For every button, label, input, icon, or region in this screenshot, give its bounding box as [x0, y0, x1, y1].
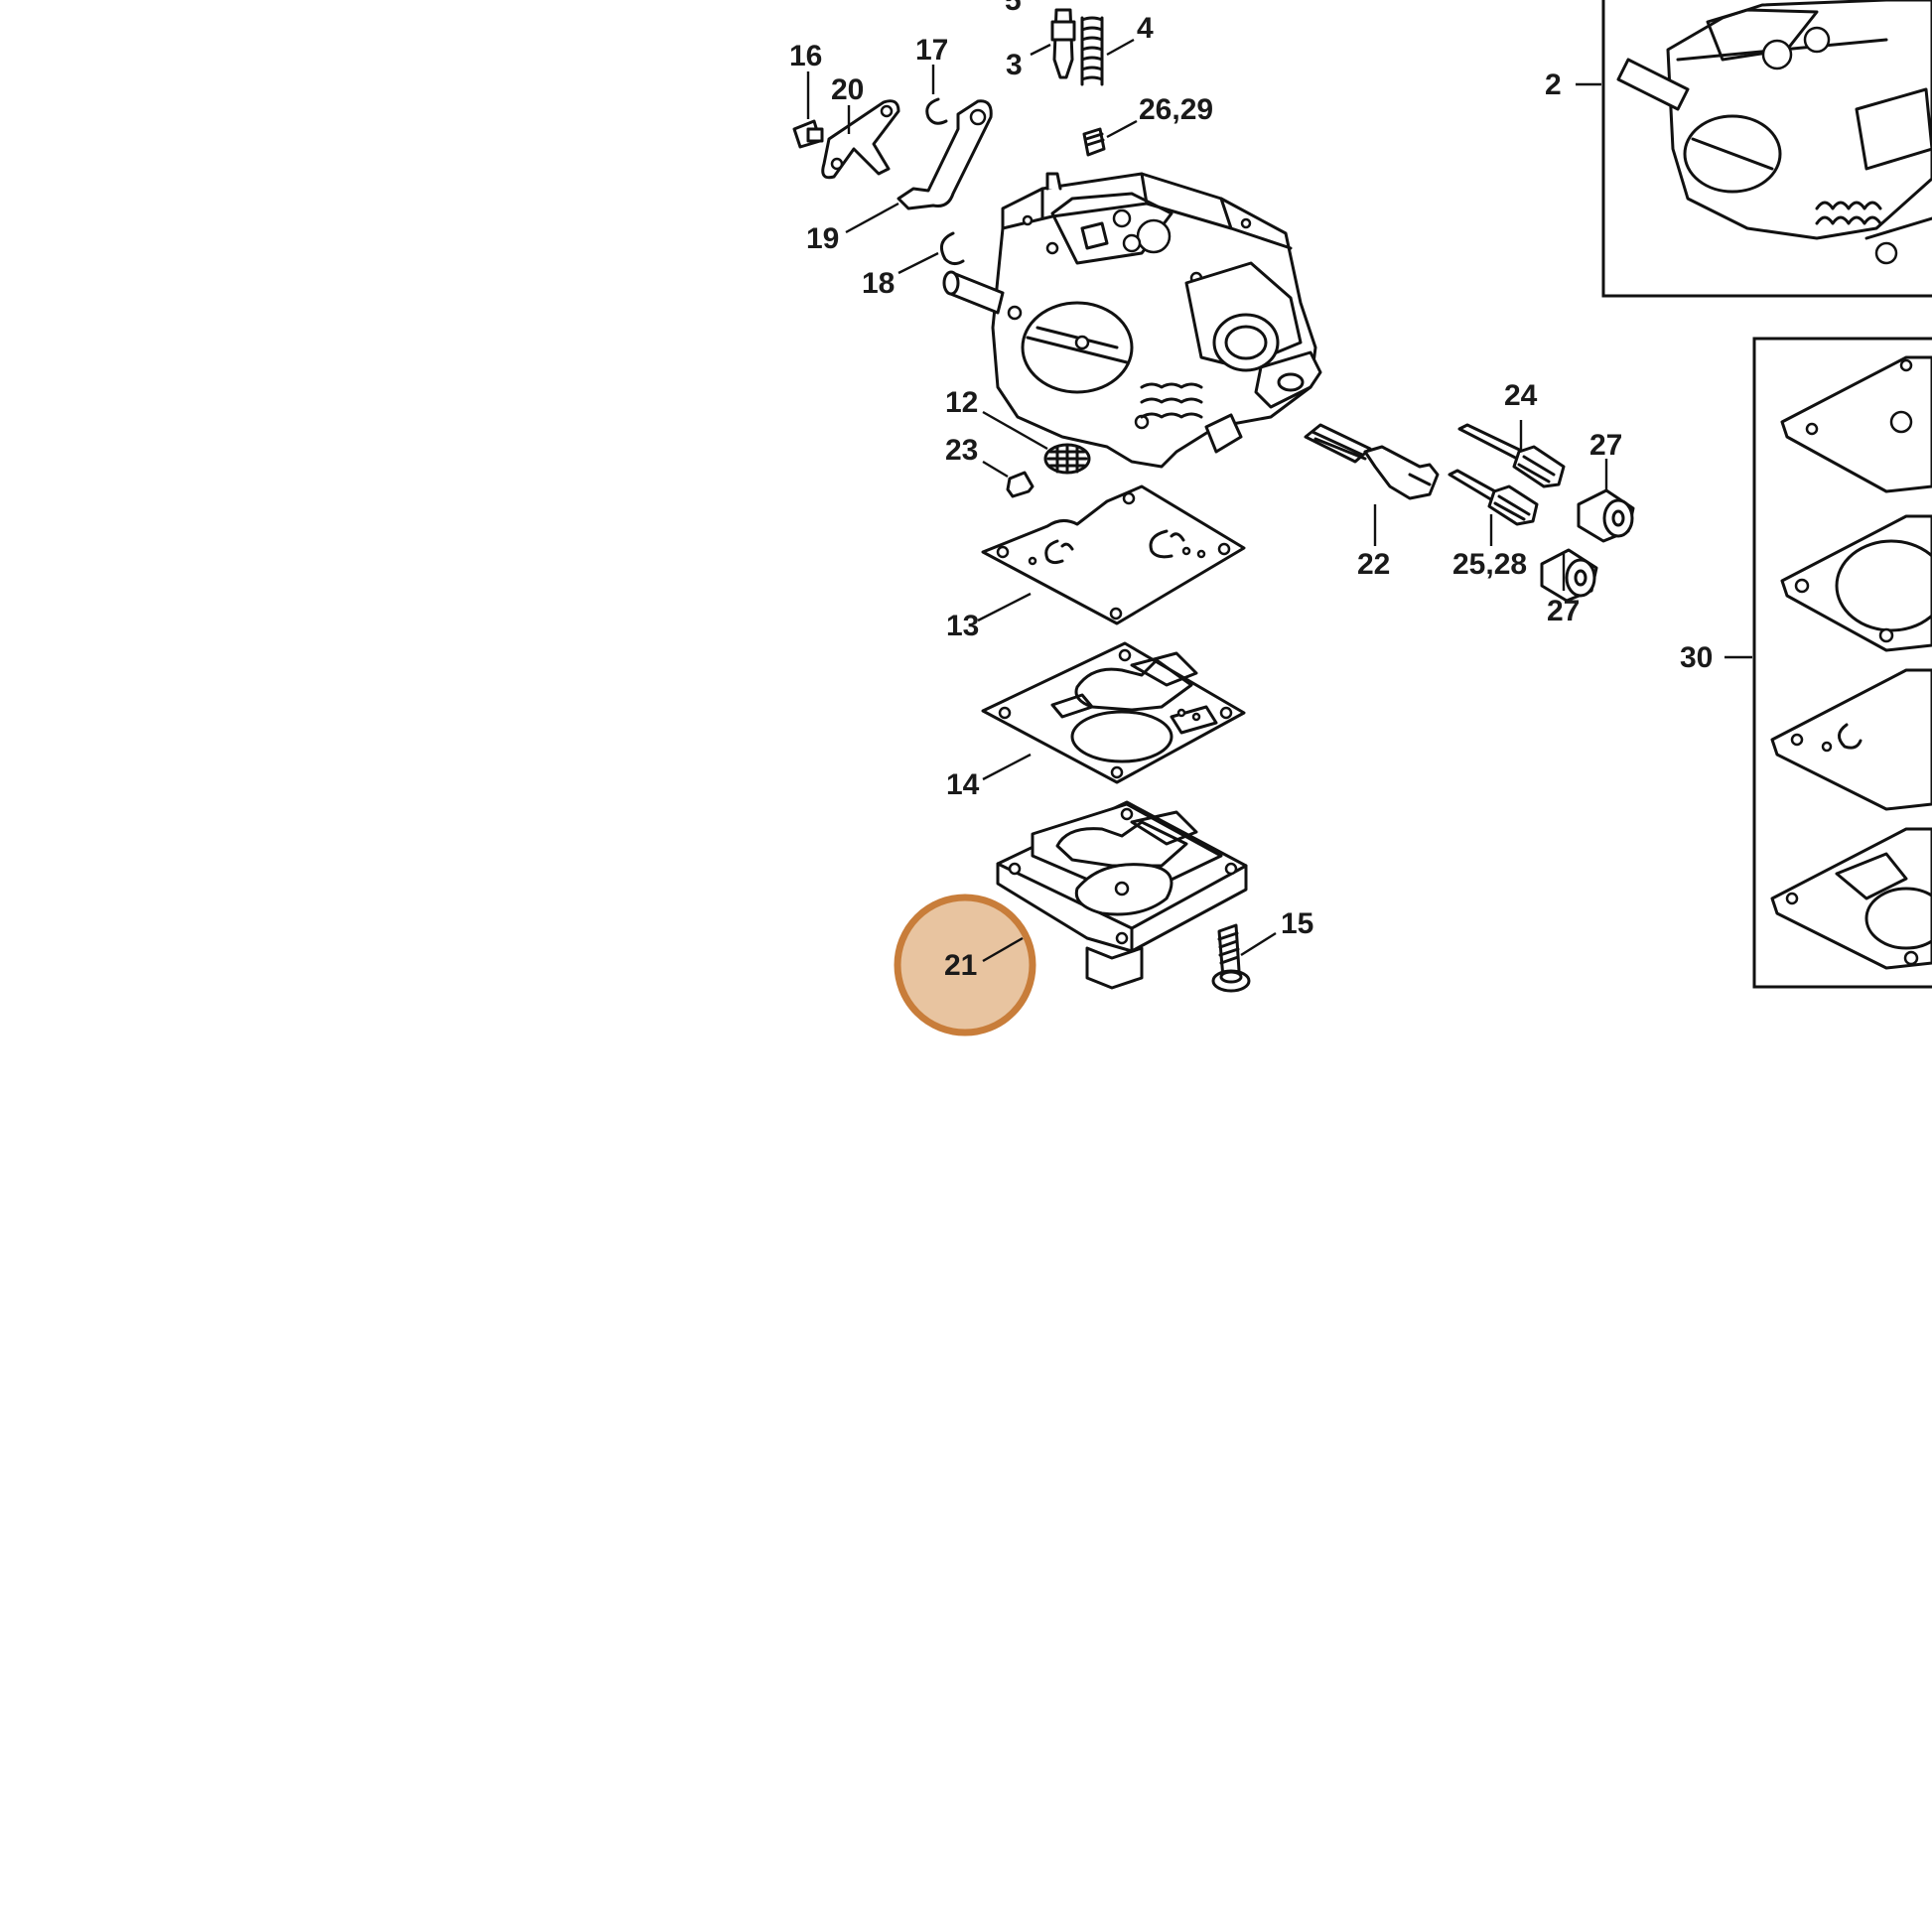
label-15: 15 — [1281, 907, 1313, 940]
part-3-needle — [1050, 8, 1076, 79]
label-25-28: 25,28 — [1452, 548, 1527, 581]
carburetor-body — [942, 172, 1322, 469]
label-16: 16 — [789, 40, 822, 72]
kit-diaphragm-1 — [1780, 355, 1932, 493]
part-17-clip — [925, 97, 948, 125]
part-21-cover — [996, 800, 1248, 990]
leader-12 — [982, 410, 1048, 451]
inset-assembly-2: 2 — [1545, 0, 1932, 298]
leader-19 — [845, 202, 899, 234]
kit-gasket-2 — [1770, 827, 1932, 970]
leader-4 — [1106, 38, 1135, 57]
label-12: 12 — [945, 386, 978, 419]
part-19-lever — [897, 99, 993, 210]
label-18: 18 — [862, 267, 895, 300]
kit-diaphragm-2 — [1770, 668, 1932, 811]
inset-carburetor-image — [1616, 0, 1932, 265]
label-19: 19 — [806, 222, 839, 255]
leader-14 — [982, 753, 1032, 781]
label-4: 4 — [1137, 12, 1154, 45]
label-30: 30 — [1680, 641, 1713, 674]
part-16-pin — [792, 119, 824, 149]
inset-kit-30: 30 — [1680, 337, 1932, 989]
part-26-29-plug — [1082, 127, 1106, 157]
part-25-28-needle — [1448, 469, 1539, 526]
part-14-gasket — [981, 641, 1246, 784]
part-24-needle — [1457, 423, 1566, 488]
highlight-marker-21[interactable]: 21 — [894, 894, 1036, 1036]
highlight-circle[interactable] — [894, 894, 1036, 1036]
part-18-clip — [939, 231, 965, 266]
label-20: 20 — [831, 73, 864, 106]
part-27-cap-lower — [1540, 548, 1598, 603]
leader-23 — [982, 460, 1009, 479]
part-13-diaphragm — [981, 484, 1246, 625]
leader-13 — [977, 592, 1032, 622]
leader-21 — [982, 936, 1024, 963]
label-23: 23 — [945, 434, 978, 467]
label-27-upper: 27 — [1589, 429, 1622, 462]
part-4-spring — [1080, 16, 1104, 86]
part-27-cap-upper — [1577, 488, 1635, 543]
label-5: 5 — [1005, 0, 1022, 17]
part-12-screen — [1043, 443, 1091, 475]
part-15-screw — [1211, 923, 1251, 993]
label-27-lower: 27 — [1547, 595, 1580, 627]
leader-18 — [897, 251, 939, 275]
label-2: 2 — [1545, 69, 1562, 101]
part-22-screw — [1304, 423, 1440, 500]
leader-3 — [1030, 43, 1051, 57]
label-3: 3 — [1006, 49, 1023, 81]
label-17: 17 — [915, 34, 948, 67]
kit-gasket-1 — [1780, 514, 1932, 652]
part-23-plug — [1006, 471, 1035, 498]
label-14: 14 — [946, 768, 980, 801]
label-22: 22 — [1357, 548, 1390, 581]
label-24: 24 — [1504, 379, 1538, 412]
label-26-29: 26,29 — [1139, 93, 1213, 126]
label-13: 13 — [946, 610, 979, 642]
part-20-lever — [821, 99, 900, 180]
label-21: 21 — [944, 949, 977, 982]
leader-15 — [1240, 931, 1277, 957]
leader-26-29 — [1106, 119, 1138, 139]
